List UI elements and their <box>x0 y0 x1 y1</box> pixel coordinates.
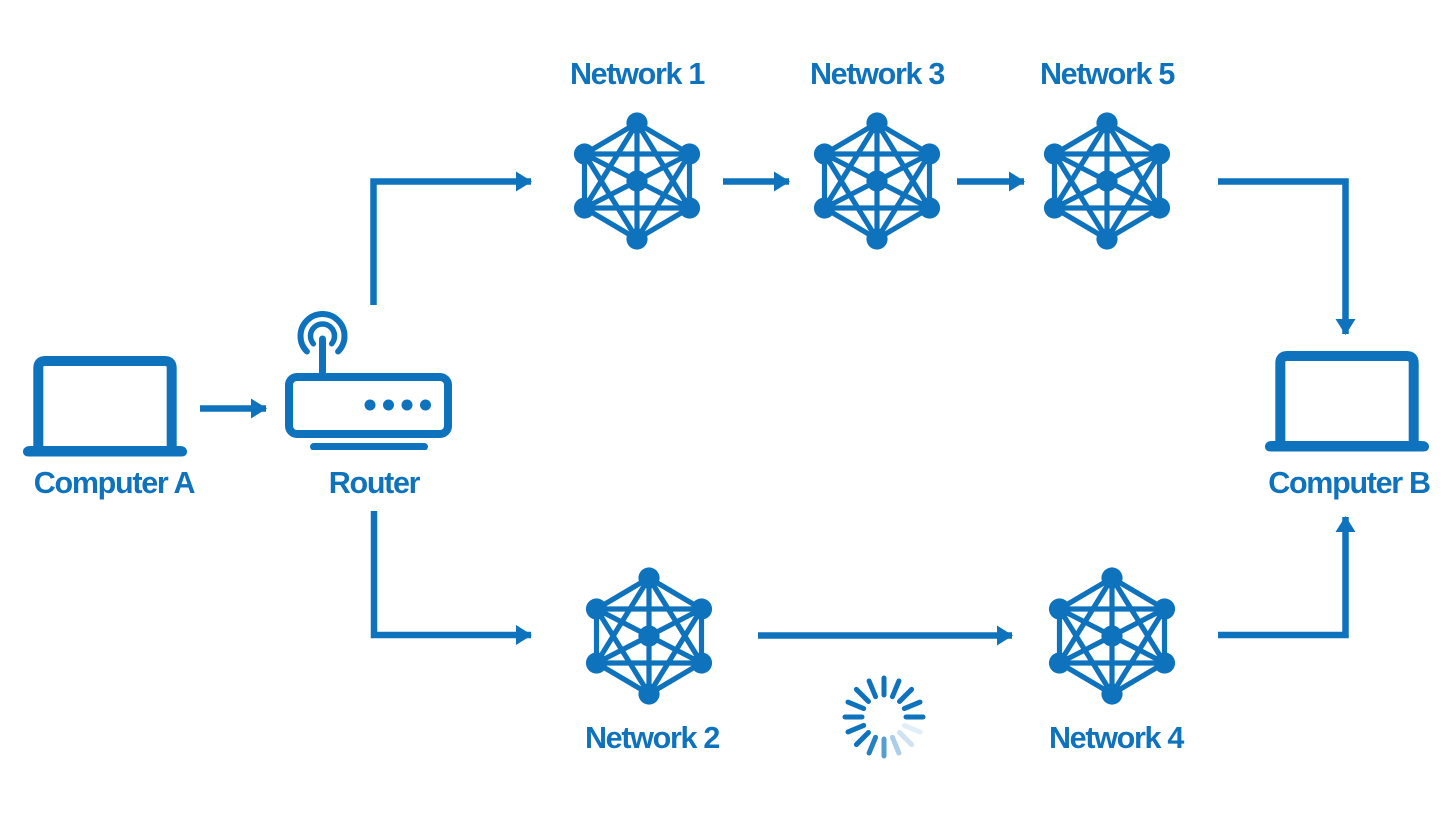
computer-b-label: Computer B <box>1268 465 1431 500</box>
network-5-label: Network 5 <box>1039 56 1175 91</box>
network-1-label: Network 1 <box>569 56 705 91</box>
laptop-icon <box>1265 351 1429 453</box>
mesh-network-icon <box>1037 111 1177 251</box>
network-3-label: Network 3 <box>809 56 945 91</box>
arrow-network_5-to-computer_b <box>1218 178 1356 335</box>
arrow-network_4-to-computer_b <box>1218 516 1356 639</box>
mesh-network-icon <box>1042 566 1182 706</box>
mesh-network-icon <box>579 566 719 706</box>
network-4-label: Network 4 <box>1048 720 1184 755</box>
arrow-router-to-network_1 <box>370 171 532 305</box>
computer-a-label: Computer A <box>33 465 196 500</box>
loading-spinner-icon <box>839 672 929 762</box>
mesh-network-icon <box>567 111 707 251</box>
arrow-router-to-network_2 <box>370 511 532 645</box>
router-label: Router <box>328 465 421 500</box>
laptop-icon <box>23 356 187 458</box>
router-icon <box>285 310 452 450</box>
network-2-label: Network 2 <box>584 720 720 755</box>
mesh-network-icon <box>807 111 947 251</box>
